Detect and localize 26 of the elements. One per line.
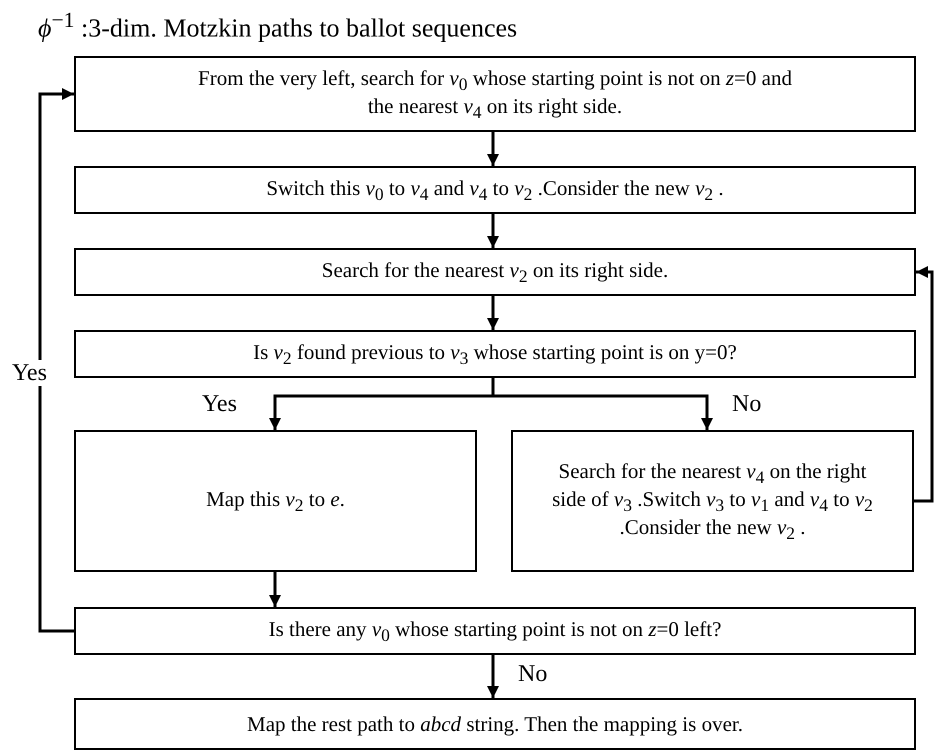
process-box: [74, 430, 477, 572]
process-box: [74, 330, 916, 378]
process-box: [74, 166, 916, 214]
box-text: Search for the nearest v$_{2}$ on its right side.: [322, 258, 668, 286]
box-text: Map the rest path to abcd string. Then the mapping is over.: [247, 712, 743, 736]
process-box: [74, 698, 916, 750]
process-box: [511, 430, 914, 572]
box-text: From the very left, search for v$_{0}$ whose starting point is not on z=0 and the nearest v$_{4}$ on its right side.: [197, 66, 793, 122]
process-box: [74, 607, 916, 655]
arrow: [487, 655, 499, 698]
process-box: [74, 248, 916, 296]
process-box: [74, 56, 916, 132]
box-text: Switch this v$_{0}$ to v$_{4}$ and v$_{4}$ to v$_{2}$ .Consider the new v$_{2}$ .: [266, 176, 724, 204]
arrow: [487, 214, 499, 248]
box-text: Is there any v$_{0}$ whose starting point is not on z=0 left?: [268, 616, 722, 646]
arrow: [487, 296, 499, 330]
arrow: [38, 88, 74, 632]
box-text: Is v$_{2}$ found previous to v$_{3}$ whose starting point is on y=0?: [253, 340, 737, 368]
box-text: Search for the nearest v$_{4}$ on the right side of v$_{3}$ .Switch v$_{3}$ to v$_{1}$ and v$_{4}$ to v$_{2}$ .Consider the new v$_{2}$ .: [551, 458, 874, 544]
diagram-title: ϕ$^{−1}$ :3-dim. Motzkin paths to ballot sequences: [38, 8, 518, 44]
arrow: [269, 572, 281, 607]
box-text: Map this v$_{2}$ to e.: [206, 486, 345, 516]
arrow: [487, 132, 499, 166]
edge-label: Yes: [10, 360, 49, 386]
arrow: [492, 378, 713, 430]
arrow: [914, 266, 934, 502]
